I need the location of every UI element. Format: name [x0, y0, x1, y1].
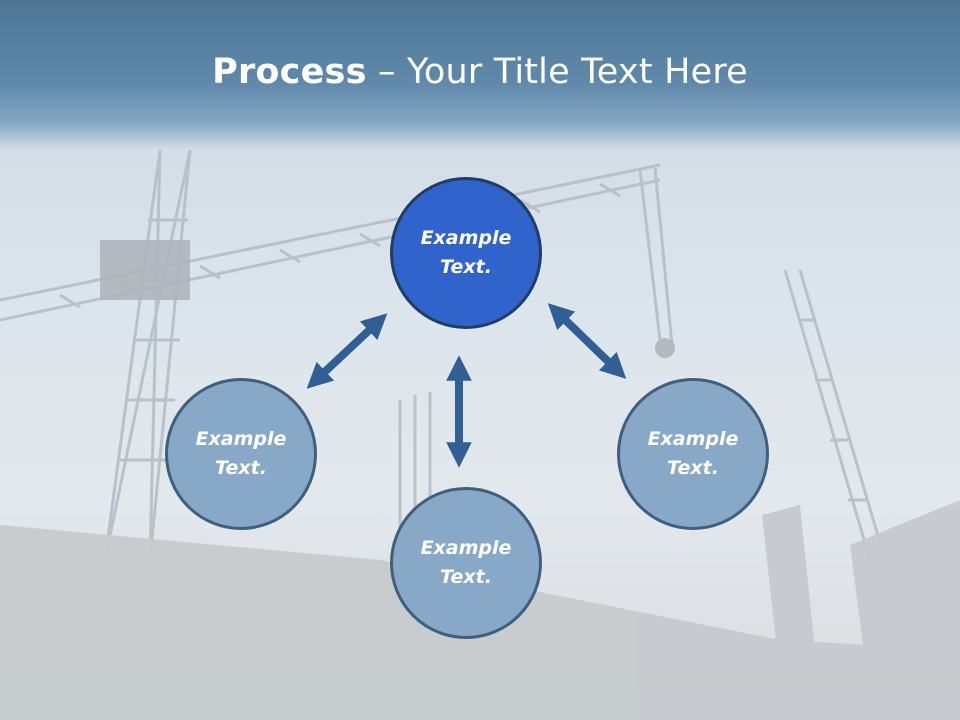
- process-node-bottom: Example Text.: [390, 487, 542, 639]
- process-node-top: Example Text.: [390, 177, 542, 329]
- title-bold: Process: [212, 52, 367, 92]
- node-left-text: Example Text.: [195, 428, 287, 479]
- slide-title: Process – Your Title Text Here: [0, 52, 960, 92]
- node-bottom-text: Example Text.: [420, 537, 512, 588]
- process-node-right: Example Text.: [617, 378, 769, 530]
- node-right-text: Example Text.: [647, 428, 739, 479]
- process-node-left: Example Text.: [165, 378, 317, 530]
- double-arrow-icon: [306, 313, 388, 389]
- node-top-text: Example Text.: [420, 227, 512, 278]
- title-rest: – Your Title Text Here: [366, 52, 748, 92]
- double-arrow-icon: [547, 303, 627, 379]
- title-band: [0, 0, 960, 150]
